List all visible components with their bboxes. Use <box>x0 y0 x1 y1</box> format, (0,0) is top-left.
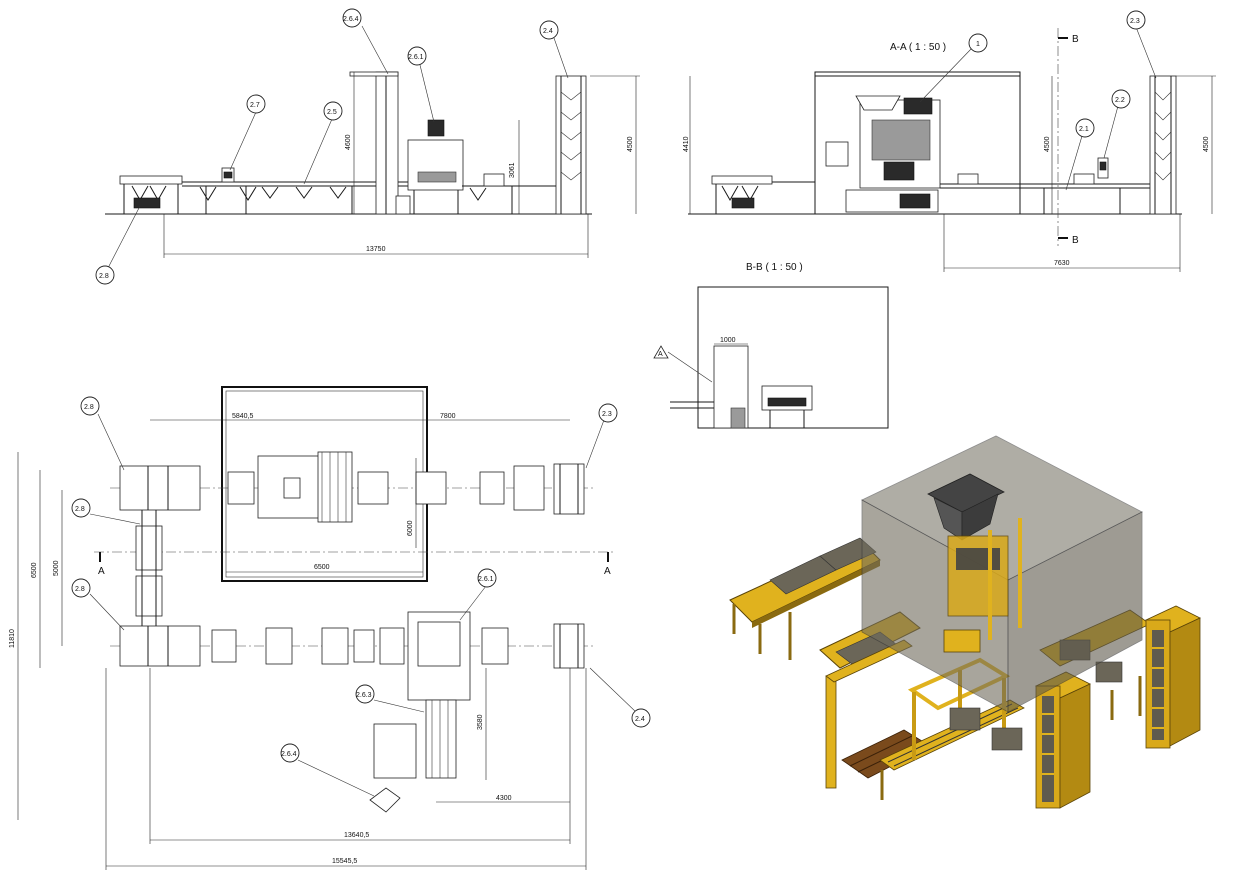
dim-side-h1: 4600 <box>345 134 352 150</box>
callout-bubbles: 2.6.4 2.6.1 2.4 2.7 2.5 2.8 1 2.3 2.2 2.… <box>71 8 1146 763</box>
svg-text:2.6.1: 2.6.1 <box>408 54 424 61</box>
section-bb-title: B-B ( 1 : 50 ) <box>746 262 803 273</box>
svg-text:2.8: 2.8 <box>75 586 85 593</box>
callout-2-8-side: 2.8 <box>95 265 115 285</box>
dim-sec-w: 7630 <box>1054 260 1070 267</box>
section-b-marker-top: B <box>1072 34 1079 45</box>
svg-text:2.6.4: 2.6.4 <box>281 751 297 758</box>
dim-plan-e: 5000 <box>53 560 60 576</box>
svg-text:2.8: 2.8 <box>99 273 109 280</box>
section-aa-title: A-A ( 1 : 50 ) <box>890 42 946 53</box>
dim-plan-c: 6000 <box>407 520 414 536</box>
svg-text:2.8: 2.8 <box>84 404 94 411</box>
dim-plan-f: 6500 <box>31 562 38 578</box>
section-b-marker-bottom: B <box>1072 235 1079 246</box>
svg-text:1: 1 <box>976 41 980 48</box>
svg-text:2.6.4: 2.6.4 <box>343 16 359 23</box>
dim-plan-j: 13640,5 <box>344 832 369 839</box>
callout-2-8-plan-a: 2.8 <box>80 396 100 416</box>
callout-2-6-1-plan: 2.6.1 <box>477 568 497 588</box>
callout-2-6-4-plan: 2.6.4 <box>280 743 300 763</box>
section-a-marker-left: A <box>98 566 105 577</box>
section-a-marker-right: A <box>604 566 611 577</box>
callout-2-6-3-plan: 2.6.3 <box>355 684 375 704</box>
section-aa-view: A-A ( 1 : 50 ) <box>683 26 1216 272</box>
dim-plan-d: 6500 <box>314 564 330 571</box>
svg-text:2.5: 2.5 <box>327 109 337 116</box>
dim-side-total: 13750 <box>366 246 386 253</box>
callout-2-4-plan: 2.4 <box>631 708 651 728</box>
callout-2-5-side: 2.5 <box>323 101 343 121</box>
callout-2-1-section: 2.1 <box>1075 118 1095 138</box>
svg-text:2.6.1: 2.6.1 <box>478 576 494 583</box>
dim-plan-b: 7800 <box>440 413 456 420</box>
dim-plan-h: 3580 <box>477 714 484 730</box>
svg-text:2.7: 2.7 <box>250 102 260 109</box>
dim-sec-h-mid: 4500 <box>1044 136 1051 152</box>
callout-1-section: 1 <box>968 33 988 53</box>
dim-plan-i: 4300 <box>496 795 512 802</box>
detail-marker: A <box>658 351 663 358</box>
callout-2-7-side: 2.7 <box>246 94 266 114</box>
dim-bb-w: 1000 <box>720 337 736 344</box>
dim-sec-h-left: 4410 <box>683 136 690 152</box>
callout-2-6-4-side: 2.6.4 <box>342 8 362 28</box>
isometric-3d-view <box>729 435 1201 809</box>
dim-plan-g: 11810 <box>9 629 16 648</box>
dim-side-h3: 4500 <box>627 136 634 152</box>
svg-text:2.3: 2.3 <box>1130 18 1140 25</box>
svg-text:2.2: 2.2 <box>1115 97 1125 104</box>
plan-view: A A <box>9 386 637 870</box>
callout-2-3-plan: 2.3 <box>598 403 618 423</box>
callout-2-4-side: 2.4 <box>539 20 559 40</box>
callout-2-8-plan-c: 2.8 <box>71 578 91 598</box>
callout-2-2-section: 2.2 <box>1111 89 1131 109</box>
section-bb-view: B-B ( 1 : 50 ) 1000 A <box>653 262 889 429</box>
dim-plan-a: 5840,5 <box>232 413 254 420</box>
svg-text:2.8: 2.8 <box>75 506 85 513</box>
svg-text:2.4: 2.4 <box>635 716 645 723</box>
side-elevation-view: 13750 4600 3061 4500 <box>105 25 640 269</box>
dim-plan-k: 15545,5 <box>332 858 357 865</box>
callout-2-6-1-side: 2.6.1 <box>407 46 427 66</box>
svg-text:2.4: 2.4 <box>543 28 553 35</box>
callout-2-3-section: 2.3 <box>1126 10 1146 30</box>
svg-text:2.3: 2.3 <box>602 411 612 418</box>
dim-sec-h-right: 4500 <box>1203 136 1210 152</box>
svg-text:2.6.3: 2.6.3 <box>356 692 372 699</box>
dim-side-h2: 3061 <box>509 162 516 178</box>
svg-text:2.1: 2.1 <box>1079 126 1089 133</box>
callout-2-8-plan-b: 2.8 <box>71 498 91 518</box>
